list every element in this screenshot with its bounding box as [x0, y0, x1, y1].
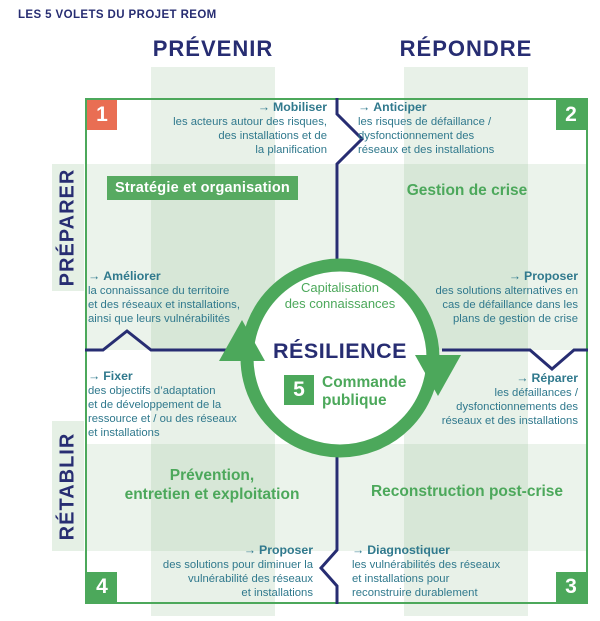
column-header-repondre: RÉPONDRE: [399, 36, 533, 61]
action-diagnostiquer: →Diagnostiquer les vulnérabilités des ré…: [352, 543, 564, 600]
action-verb: →Anticiper: [358, 100, 563, 115]
center-title-resilience: RÉSILIENCE: [272, 339, 408, 363]
arrow-icon: →: [358, 100, 371, 114]
action-verb: →Fixer: [88, 369, 293, 384]
action-verb: →Diagnostiquer: [352, 543, 564, 558]
arrow-icon: →: [257, 100, 271, 114]
quadrant-wash-3: [339, 444, 588, 551]
quadrant-wash-4: [87, 444, 336, 551]
divider-bottom: [318, 457, 339, 604]
cycle-arrowhead-down-icon: [415, 355, 461, 396]
divider-top: [335, 98, 365, 259]
center-number-5: 5: [284, 375, 314, 405]
action-anticiper: →Anticiper les risques de défaillance /d…: [358, 100, 563, 157]
quadrant-label-reconstruction: Reconstruction post-crise: [370, 483, 564, 500]
action-verb: →Proposer: [378, 269, 578, 284]
quadrant-number-4: 4: [87, 572, 117, 602]
quadrant-number-1: 1: [87, 100, 117, 130]
page-title: LES 5 VOLETS DU PROJET REOM: [18, 9, 217, 21]
action-verb-label: Diagnostiquer: [367, 543, 450, 557]
divider-right: [442, 348, 588, 371]
action-verb: →Mobiliser: [130, 100, 327, 115]
action-verb: →Réparer: [378, 371, 578, 386]
arrow-icon: →: [516, 371, 529, 385]
action-description: les défaillances /dysfonctionnements des…: [441, 387, 578, 427]
action-mobiliser: →Mobiliser les acteurs autour des risque…: [130, 100, 327, 157]
quadrant-number-2: 2: [556, 100, 586, 130]
action-verb: →Proposer: [118, 543, 313, 558]
arrow-icon: →: [508, 269, 521, 283]
action-verb-label: Anticiper: [373, 100, 427, 114]
action-verb-label: Proposer: [259, 543, 313, 557]
row-strip-retablir: RÉTABLIR: [52, 421, 84, 551]
action-verb: →Améliorer: [88, 269, 293, 284]
quadrant-label-strategie: Stratégie et organisation: [107, 176, 298, 200]
quadrant-label-gestion-de-crise: Gestion de crise: [406, 182, 528, 199]
row-header-preparer: PRÉPARER: [56, 168, 79, 287]
row-header-retablir: RÉTABLIR: [56, 432, 79, 540]
row-strip-preparer: PRÉPARER: [52, 164, 84, 291]
arrow-icon: →: [243, 543, 256, 557]
divider-left: [85, 329, 238, 352]
action-reparer: →Réparer les défaillances /dysfonctionne…: [378, 371, 578, 428]
quadrant-number-3: 3: [556, 572, 586, 602]
quadrant-label-prevention: Prévention,entretien et exploitation: [124, 467, 300, 503]
action-verb-label: Réparer: [531, 371, 578, 385]
arrow-icon: →: [88, 369, 101, 383]
action-verb-label: Proposer: [524, 269, 578, 283]
action-verb-label: Améliorer: [103, 269, 161, 283]
column-header-prevenir: PRÉVENIR: [152, 36, 274, 61]
action-verb-label: Fixer: [103, 369, 133, 383]
cycle-arrowhead-up-icon: [219, 320, 265, 361]
arrow-icon: →: [88, 269, 101, 283]
action-ameliorer: →Améliorer la connaissance du territoire…: [88, 269, 293, 326]
arrow-icon: →: [352, 543, 365, 557]
action-description: les acteurs autour des risques,des insta…: [173, 116, 327, 156]
action-proposer-vulnerabilite: →Proposer des solutions pour diminuer la…: [118, 543, 313, 600]
action-description: les risques de défaillance /dysfonctionn…: [358, 116, 495, 156]
action-verb-label: Mobiliser: [273, 100, 327, 114]
